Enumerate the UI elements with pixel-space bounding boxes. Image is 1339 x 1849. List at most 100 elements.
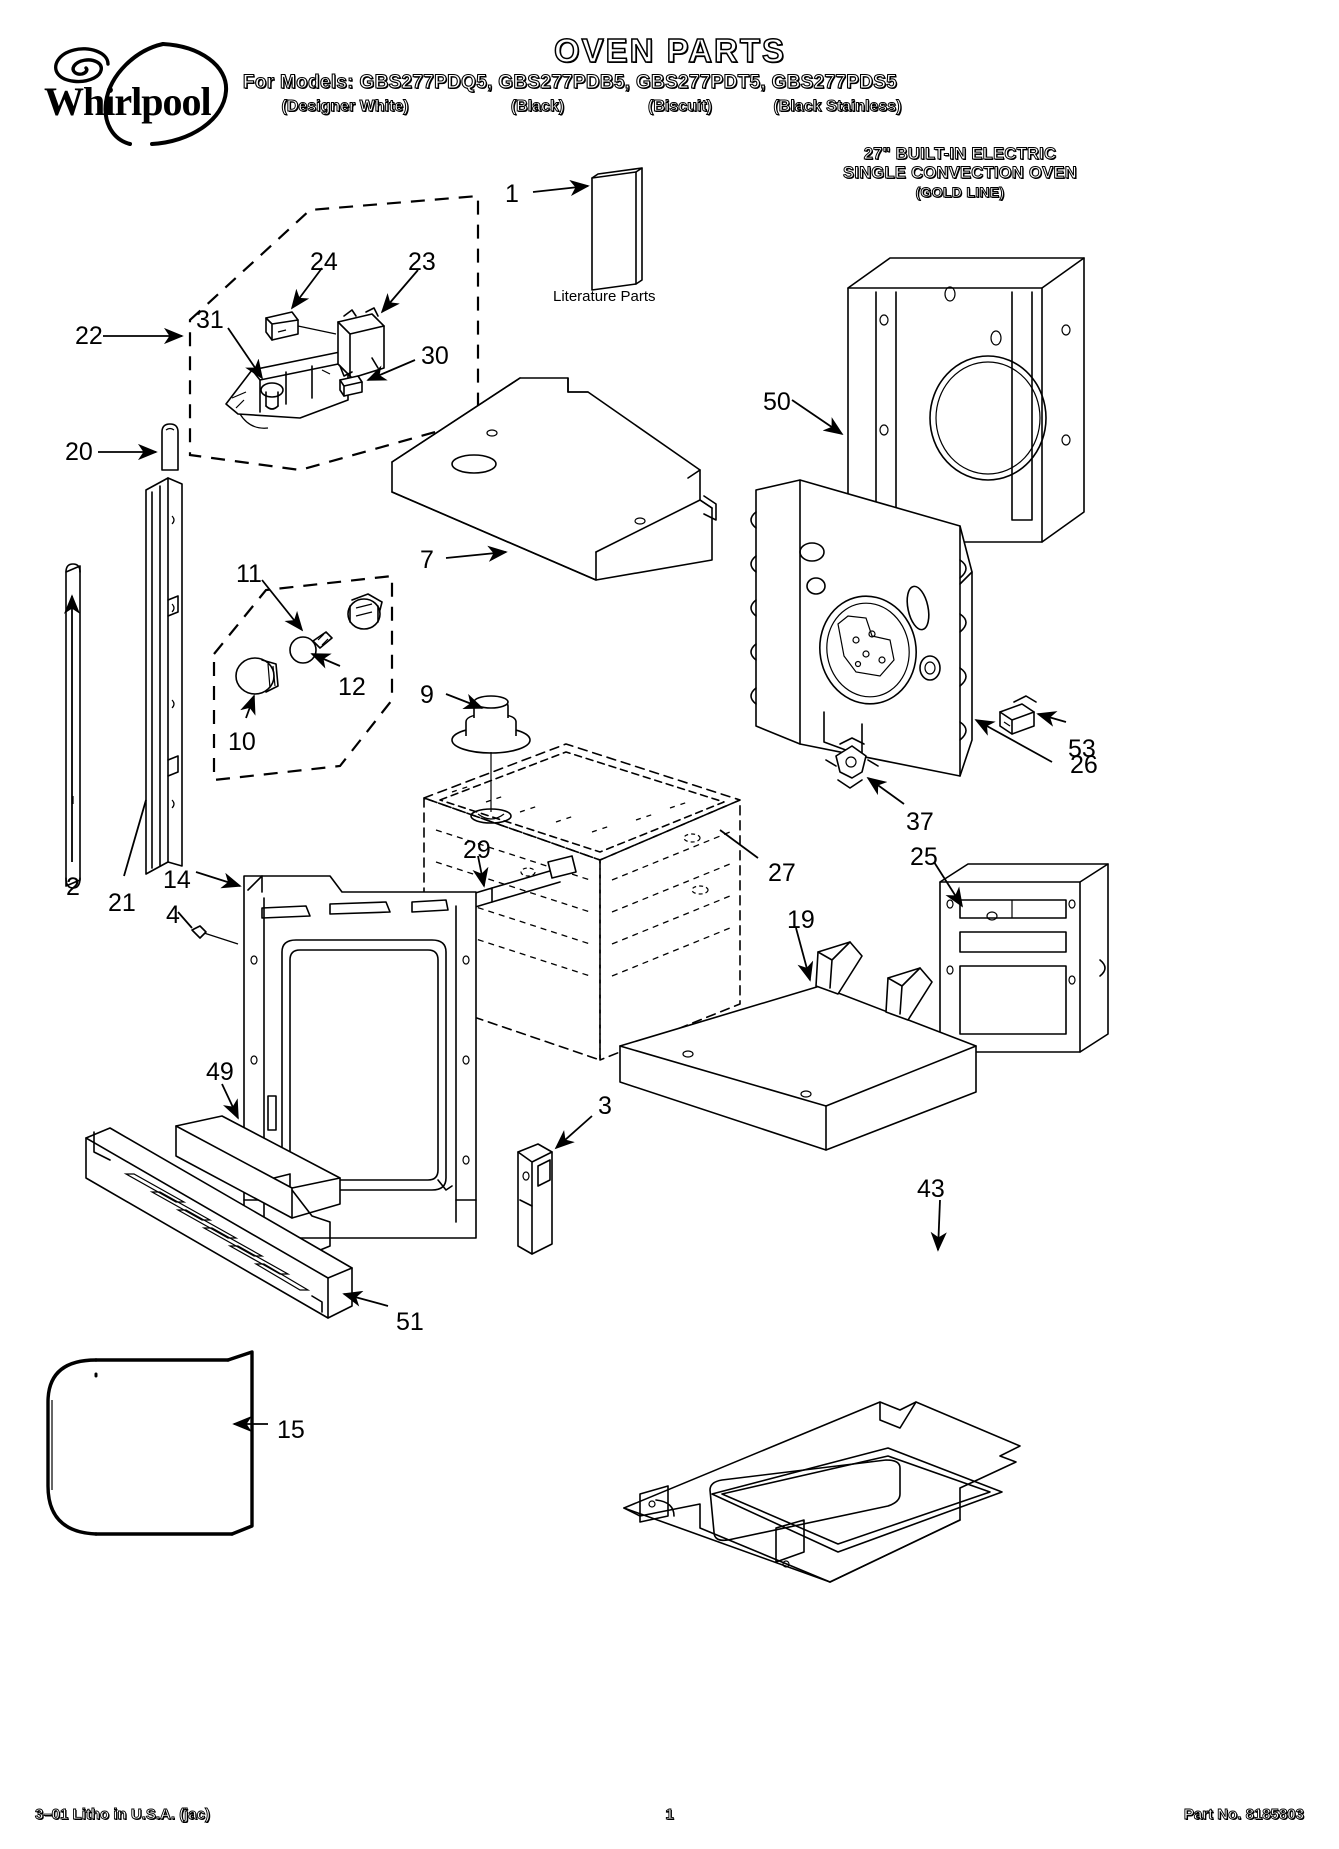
callout-number-7: 7 xyxy=(420,546,434,574)
callout-number-1: 1 xyxy=(505,180,519,208)
part-control-bracket xyxy=(225,351,349,429)
leader-4 xyxy=(177,911,193,929)
color-biscuit: (Biscuit) xyxy=(648,98,713,116)
part-top-panel-7 xyxy=(391,377,717,581)
callout-number-31: 31 xyxy=(196,306,224,334)
leader-43 xyxy=(930,1199,947,1252)
part-rear-panel-50 xyxy=(847,257,1085,543)
callout-number-50: 50 xyxy=(763,388,791,416)
callout-number-21: 21 xyxy=(108,889,136,917)
callout-number-49: 49 xyxy=(206,1058,234,1086)
leader-19 xyxy=(795,927,814,982)
callout-number-22: 22 xyxy=(75,322,103,350)
leader-11 xyxy=(261,579,304,632)
part-clip-53 xyxy=(999,695,1037,735)
leader-27 xyxy=(719,829,759,859)
leader-24 xyxy=(290,267,323,310)
part-screw-4 xyxy=(191,925,239,945)
part-fan-blade-37 xyxy=(825,737,879,789)
callout-number-10: 10 xyxy=(228,728,256,756)
callout-number-37: 37 xyxy=(906,808,934,836)
leader-7 xyxy=(445,545,508,562)
leader-1 xyxy=(532,179,590,197)
callout-number-29: 29 xyxy=(463,836,491,864)
models-list: GBS277PDQ5, GBS277PDB5, GBS277PDT5, GBS2… xyxy=(359,71,898,93)
callout-number-11: 11 xyxy=(236,560,262,588)
callout-number-3: 3 xyxy=(598,1092,612,1120)
callout-number-25: 25 xyxy=(910,843,938,871)
callout-number-27: 27 xyxy=(768,859,796,887)
footer-part-number: Part No. 8185803 xyxy=(1183,1806,1304,1824)
part-trim-strip-2 xyxy=(65,563,81,889)
callout-number-53: 53 xyxy=(1068,735,1096,763)
leader-50 xyxy=(791,399,844,436)
part-cap-20 xyxy=(161,423,179,471)
part-base-frame-43 xyxy=(623,1401,1021,1583)
leader-49 xyxy=(221,1083,239,1120)
leader-26 xyxy=(974,719,1053,763)
color-variants: (Designer White) (Black) (Biscuit) (Blac… xyxy=(220,98,920,116)
leader-12 xyxy=(310,653,341,669)
leader-37 xyxy=(866,776,905,805)
callout-number-4: 4 xyxy=(166,901,180,929)
part-gasket-15 xyxy=(46,1350,254,1536)
group-lamp-assembly xyxy=(212,574,394,782)
callout-number-30: 30 xyxy=(421,342,449,370)
callout-number-51: 51 xyxy=(396,1308,424,1336)
product-line-1: 27" BUILT-IN ELECTRIC xyxy=(863,145,1057,164)
leader-23 xyxy=(380,269,419,314)
callout-number-19: 19 xyxy=(787,906,815,934)
callout-number-9: 9 xyxy=(420,681,434,709)
part-bulb-12 xyxy=(289,631,333,664)
literature-parts-label: Literature Parts xyxy=(553,288,656,305)
callout-number-24: 24 xyxy=(310,248,338,276)
product-line-3: (GOLD LINE) xyxy=(915,184,1005,201)
leader-53 xyxy=(1036,711,1067,727)
callout-number-20: 20 xyxy=(65,438,93,466)
part-relay-23 xyxy=(337,307,385,379)
leader-30 xyxy=(366,359,416,381)
leader-14 xyxy=(195,871,242,889)
leader-25 xyxy=(933,861,963,908)
part-vent-trim-51 xyxy=(85,1127,353,1319)
color-black-stainless: (Black Stainless) xyxy=(773,98,902,116)
page-title: OVEN PARTS xyxy=(553,31,787,70)
footer-litho: 3–01 Litho in U.S.A. (jac) xyxy=(35,1806,211,1824)
callout-number-43: 43 xyxy=(917,1175,945,1203)
callout-number-26: 26 xyxy=(1070,751,1098,779)
callout-number-23: 23 xyxy=(408,248,436,276)
color-designer-white: (Designer White) xyxy=(281,98,409,116)
product-line-title: 27" BUILT-IN ELECTRIC SINGLE CONVECTION … xyxy=(810,145,1110,202)
part-lamp-socket xyxy=(347,593,383,630)
models-prefix: For Models: xyxy=(242,71,354,93)
part-literature-booklet xyxy=(591,167,643,291)
part-thermostat-9 xyxy=(451,695,531,824)
footer-page-number: 1 xyxy=(665,1806,674,1824)
models-line: For Models: GBS277PDQ5, GBS277PDB5, GBS2… xyxy=(220,71,920,94)
color-black: (Black) xyxy=(510,98,565,116)
product-line-2: SINGLE CONVECTION OVEN xyxy=(843,164,1078,183)
callout-number-2: 2 xyxy=(66,873,80,901)
part-element-29 xyxy=(471,855,577,909)
part-side-panel-25 xyxy=(939,863,1109,1053)
leader-10 xyxy=(240,694,256,719)
part-rear-chassis-26 xyxy=(750,479,973,777)
part-side-rail-21 xyxy=(145,477,183,875)
part-switch-24 xyxy=(265,311,337,341)
leader-21 xyxy=(123,799,147,877)
leader-9 xyxy=(445,693,484,710)
part-hinge-bracket-3 xyxy=(517,1143,553,1255)
part-connector-30 xyxy=(339,375,363,397)
part-lens-10 xyxy=(235,657,279,695)
logo-swirl-icon xyxy=(54,42,229,146)
brand-wordmark: Whirlpool xyxy=(44,79,212,124)
callout-number-15: 15 xyxy=(277,1416,305,1444)
leader-29 xyxy=(472,855,489,888)
leader-31 xyxy=(227,327,264,380)
callout-number-12: 12 xyxy=(338,673,366,701)
part-bottom-shelf-19 xyxy=(619,941,977,1151)
leader-51 xyxy=(342,1290,389,1307)
whirlpool-logo: Whirlpool xyxy=(40,36,240,146)
